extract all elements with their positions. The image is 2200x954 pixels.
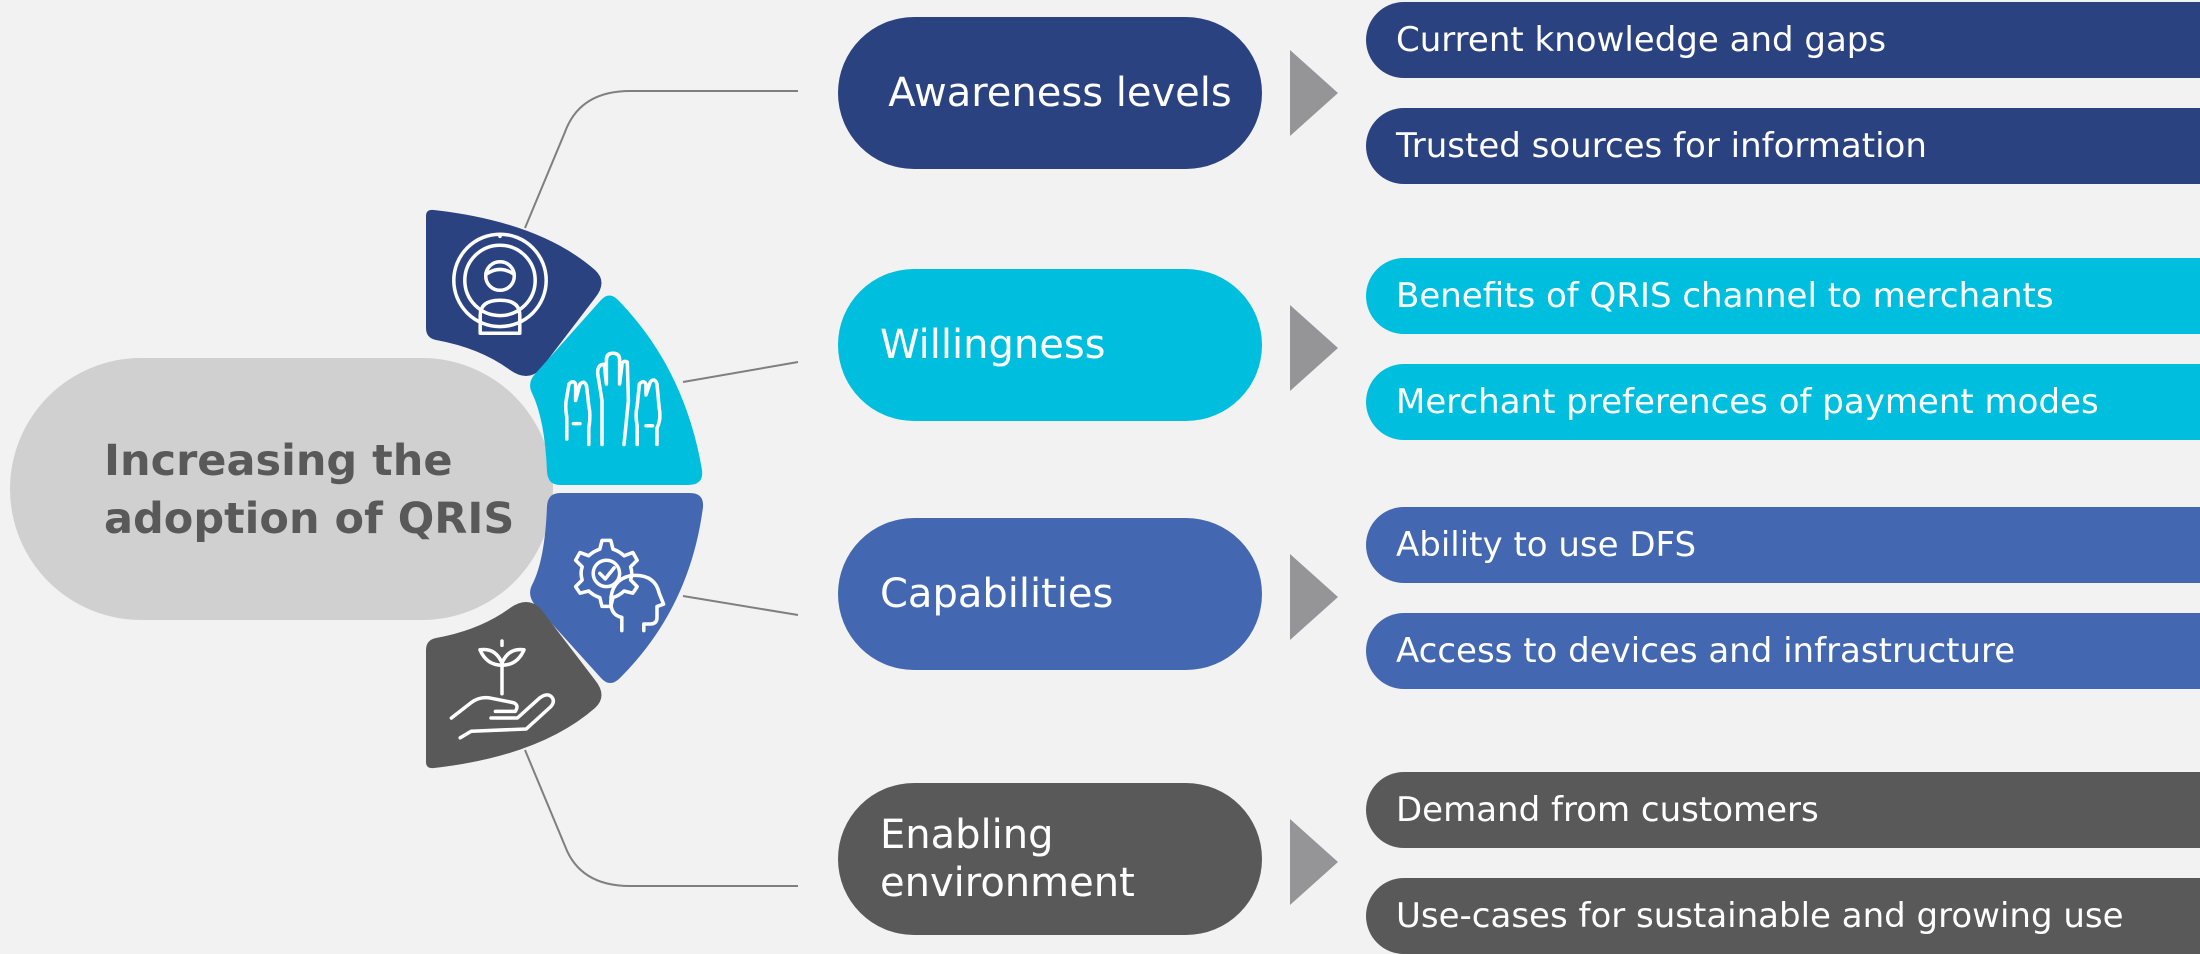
raised-hands-icon bbox=[558, 340, 668, 450]
center-oval bbox=[10, 358, 553, 620]
person-target-icon bbox=[445, 232, 555, 342]
detail-item: Ability to use DFS bbox=[1366, 507, 2200, 583]
category-label: Willingness bbox=[880, 322, 1106, 368]
category-label: Capabilities bbox=[880, 571, 1114, 617]
arrow-icon bbox=[1290, 50, 1338, 136]
connector-awareness bbox=[524, 90, 798, 229]
connector-willingness bbox=[682, 361, 799, 383]
connector-environment bbox=[524, 749, 798, 887]
segment-awareness[interactable] bbox=[426, 209, 602, 376]
detail-item: Merchant preferences of payment modes bbox=[1366, 364, 2200, 440]
segment-willingness[interactable] bbox=[530, 295, 703, 485]
detail-item: Use-cases for sustainable and growing us… bbox=[1366, 878, 2200, 954]
category-willingness: Willingness bbox=[838, 269, 1262, 421]
arrow-icon bbox=[1290, 554, 1338, 640]
category-capabilities: Capabilities bbox=[838, 518, 1262, 670]
detail-item: Access to devices and infrastructure bbox=[1366, 613, 2200, 689]
category-awareness-levels: Awareness levels bbox=[838, 17, 1262, 169]
hand-plant-icon bbox=[447, 630, 557, 740]
segment-capabilities[interactable] bbox=[530, 493, 704, 683]
detail-item: Trusted sources for information bbox=[1366, 108, 2200, 184]
detail-item: Current knowledge and gaps bbox=[1366, 2, 2200, 78]
segment-environment[interactable] bbox=[426, 602, 602, 769]
category-label: Enabling environment bbox=[880, 812, 1135, 906]
gear-head-icon bbox=[558, 525, 668, 635]
center-title: Increasing the adoption of QRIS bbox=[104, 436, 515, 544]
category-enabling-environment: Enabling environment bbox=[838, 783, 1262, 935]
arrow-icon bbox=[1290, 305, 1338, 391]
connector-capabilities bbox=[682, 595, 799, 616]
detail-item: Demand from customers bbox=[1366, 772, 2200, 848]
category-label: Awareness levels bbox=[888, 70, 1232, 116]
detail-item: Benefits of QRIS channel to merchants bbox=[1366, 258, 2200, 334]
arrow-icon bbox=[1290, 819, 1338, 905]
